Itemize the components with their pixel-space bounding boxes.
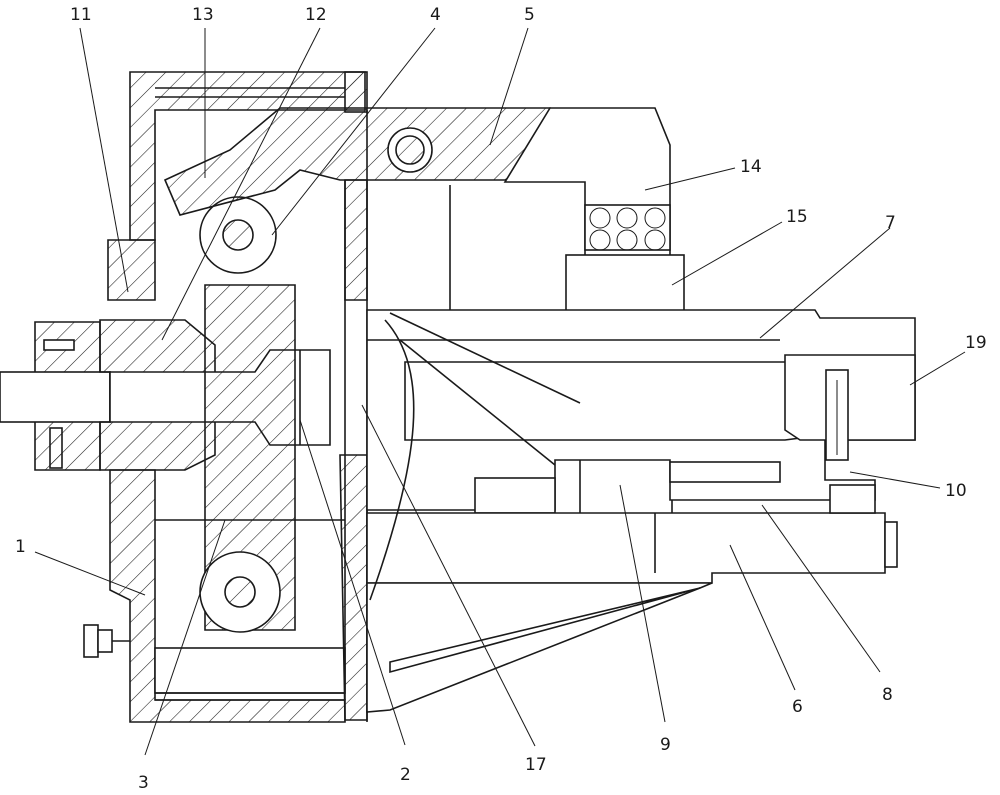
label-7: 7 — [885, 213, 896, 233]
lever-part-3 — [199, 196, 296, 633]
label-9: 9 — [660, 735, 671, 755]
housing-part-1 — [83, 71, 368, 723]
label-2: 2 — [400, 765, 411, 785]
label-11: 11 — [70, 5, 92, 25]
label-4: 4 — [430, 5, 441, 25]
label-15: 15 — [786, 207, 808, 227]
label-8: 8 — [882, 685, 893, 705]
label-14: 14 — [740, 157, 762, 177]
label-17: 17 — [525, 755, 547, 775]
label-19: 19 — [965, 333, 987, 353]
label-12: 12 — [305, 5, 327, 25]
slide-assembly — [366, 309, 916, 713]
label-1: 1 — [15, 537, 26, 557]
label-10: 10 — [945, 481, 967, 501]
part-labels: 11 13 12 4 5 14 15 7 19 10 1 8 6 9 17 2 … — [15, 5, 987, 793]
label-5: 5 — [524, 5, 535, 25]
leader-lines — [34, 27, 966, 756]
label-13: 13 — [192, 5, 214, 25]
label-6: 6 — [792, 697, 803, 717]
label-3: 3 — [138, 773, 149, 793]
